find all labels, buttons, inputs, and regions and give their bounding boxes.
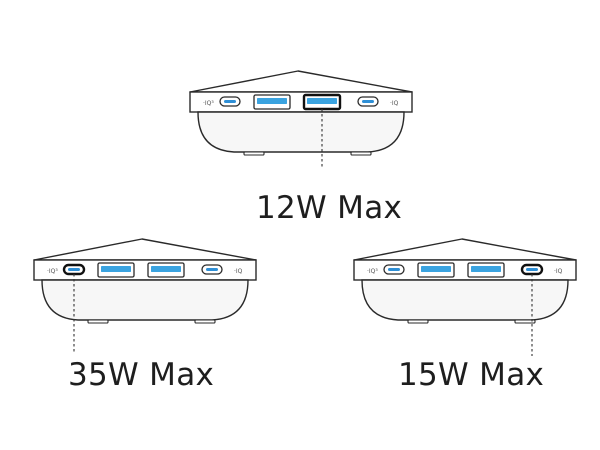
charger-top: ·IQ³ ·IQ ·IQ [186,68,416,169]
port-label-usb-c-2: ·IQ [554,268,563,275]
port-label-usb-c-1: ·IQ³ [203,100,214,107]
usb-c-port-2 [520,263,544,276]
caption-bottom-left: 35W Max [68,357,215,393]
usb-a-port-1 [253,94,291,110]
charger-foot-left [407,319,429,324]
charger-foot-right [514,319,536,324]
charger-foot-left [87,319,109,324]
usb-a-port-1 [97,262,135,278]
charger-base [361,279,569,321]
charger-illustration: ·IQ³ ·IQ ·IQ [353,238,577,356]
charger-foot-right [194,319,216,324]
charger-base [41,279,249,321]
usb-c-port-1 [219,96,241,107]
usb-a-port-1 [417,262,455,278]
charger-foot-left [243,151,265,156]
usb-a-port-2 [302,93,342,111]
port-label-usb-c-2: ·IQ [234,268,243,275]
usb-c-port-2 [357,96,379,107]
charger-top-lid [189,70,413,93]
charger-top-lid [353,238,577,261]
charger-bottom-left: ·IQ³ ·IQ ·IQ [30,236,260,354]
charger-top-lid [33,238,257,261]
usb-c-port-1 [62,263,86,276]
charger-bottom-right: ·IQ³ ·IQ ·IQ [350,236,580,356]
usb-c-port-1 [383,264,405,275]
caption-bottom-right: 15W Max [398,357,545,393]
usb-a-port-2 [467,262,505,278]
usb-c-port-2 [201,264,223,275]
charger-base [197,111,405,153]
caption-top: 12W Max [256,190,403,226]
port-label-usb-c-1: ·IQ³ [47,268,58,275]
port-label-usb-c-2: ·IQ [390,100,399,107]
charger-foot-right [350,151,372,156]
port-label-usb-c-1: ·IQ³ [367,268,378,275]
charger-illustration: ·IQ³ ·IQ ·IQ [189,70,413,169]
charger-illustration: ·IQ³ ·IQ ·IQ [33,238,257,354]
usb-a-port-2 [147,262,185,278]
